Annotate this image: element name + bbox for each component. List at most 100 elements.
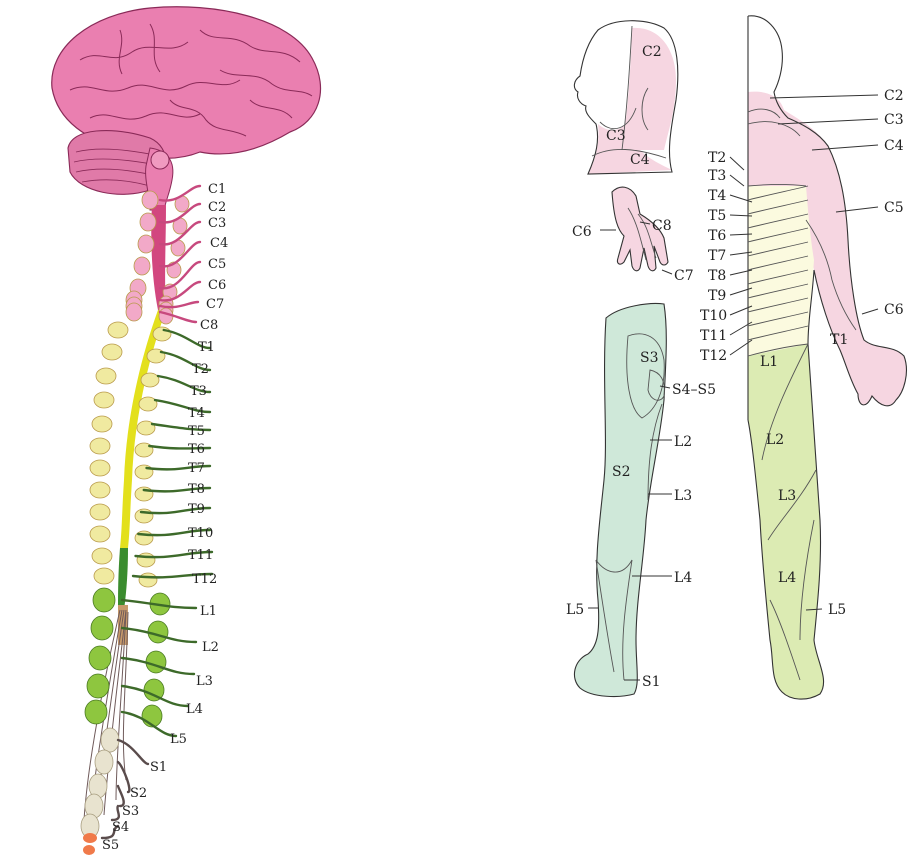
vertebral-body-c3	[138, 235, 154, 253]
spine-label-t11: T11	[188, 548, 213, 563]
vertebral-process-l3	[146, 651, 166, 673]
spine-label-c8: C8	[200, 318, 218, 333]
body-leader-c6	[862, 309, 878, 314]
head-label-c4: C4	[630, 152, 650, 168]
body-leader-c2	[770, 95, 878, 98]
vertebral-body-l5	[85, 700, 107, 724]
hand-label-c6: C6	[572, 224, 592, 240]
vertebral-process-t9	[135, 509, 153, 523]
sacral-body-s2	[95, 750, 113, 774]
spine-label-t3: T3	[190, 384, 207, 399]
leg-label-l2: L2	[674, 434, 692, 450]
body-label-t1: T1	[830, 332, 848, 348]
hand-label-c8: C8	[652, 218, 672, 234]
spine-label-t2: T2	[192, 362, 209, 377]
spine-label-t10: T10	[188, 526, 213, 541]
vertebral-process-t1	[153, 327, 171, 341]
spine-label-s3: S3	[122, 804, 139, 819]
sacral-body-s1	[101, 728, 119, 752]
spine-label-c5: C5	[208, 257, 226, 272]
body-label-l4: L4	[778, 570, 796, 586]
spine-label-c4: C4	[210, 236, 228, 251]
spine-label-t6: T6	[188, 442, 205, 457]
leg-label-s2: S2	[612, 464, 631, 480]
spine-label-c2: C2	[208, 200, 226, 215]
spine-label-t4: T4	[188, 406, 205, 421]
body-label-t2: T2	[708, 150, 726, 166]
body-label-c4: C4	[884, 138, 904, 154]
vertebral-body-t1	[108, 322, 128, 338]
leg-label-l4: L4	[674, 570, 692, 586]
hand-label-c7: C7	[674, 268, 694, 284]
spine-label-c3: C3	[208, 216, 226, 231]
body-dermatome-half: C2C3C4C5C6T1T2T3T4T5T6T7T8T9T10T11T12L1L…	[700, 16, 906, 699]
brain-and-spine-illustration: C1C2C3C4C5C6C7C8T1T2T3T4T5T6T7T8T9T10T11…	[52, 7, 321, 855]
body-label-c5: C5	[884, 200, 904, 216]
vertebral-body-t8	[90, 482, 110, 498]
leg-label-s4-s5: S4–S5	[672, 382, 716, 398]
vertebral-body-l1	[93, 588, 115, 612]
vertebral-process-l2	[148, 621, 168, 643]
leg-dermatome-posterior: S3 S4–S5 L2 S2 L3 L4 L5 S1	[566, 304, 716, 697]
vertebral-body-l4	[87, 674, 109, 698]
body-label-l3: L3	[778, 488, 796, 504]
body-label-t5: T5	[708, 208, 726, 224]
spine-label-c6: C6	[208, 278, 226, 293]
vertebral-body-t10	[90, 526, 110, 542]
body-label-t3: T3	[708, 168, 726, 184]
hand-dermatome: C6 C8 C7	[572, 187, 694, 284]
spinal-nerve-s4	[112, 806, 119, 820]
vertebral-body-c2	[140, 213, 156, 231]
vertebral-body-t3	[96, 368, 116, 384]
body-label-c2: C2	[884, 88, 904, 104]
body-leader-t3	[730, 175, 744, 186]
body-label-c3: C3	[884, 112, 904, 128]
spine-label-s5: S5	[102, 838, 119, 853]
spine-label-t8: T8	[188, 482, 205, 497]
head-label-c3: C3	[606, 128, 626, 144]
head-label-c2: C2	[642, 44, 662, 60]
leg-label-s3: S3	[640, 350, 659, 366]
vertebral-process-t12	[139, 573, 157, 587]
vertebral-body-t5	[92, 416, 112, 432]
vertebral-body-t12	[94, 568, 114, 584]
spinal-nerve-s1	[118, 740, 148, 764]
vertebral-body-l3	[89, 646, 111, 670]
coccyx-2	[83, 845, 95, 855]
spine-label-s2: S2	[130, 786, 147, 801]
spine-label-t12: T12	[192, 572, 217, 587]
vertebral-body-l2	[91, 616, 113, 640]
spine-label-l5: L5	[170, 732, 187, 747]
body-label-t11: T11	[700, 328, 727, 344]
vertebral-process-t3	[141, 373, 159, 387]
body-label-c6: C6	[884, 302, 904, 318]
leg-label-l3: L3	[674, 488, 692, 504]
vertebral-body-t2	[102, 344, 122, 360]
body-leader-t2	[730, 157, 744, 170]
spine-label-t7: T7	[188, 461, 205, 476]
vertebral-body-c4	[134, 257, 150, 275]
coccyx-1	[83, 833, 97, 843]
vertebral-body-c1	[142, 191, 158, 209]
head-neck-dermatome: C2 C3 C4	[574, 21, 677, 174]
spine-label-l1: L1	[200, 604, 217, 619]
vertebral-body-t7	[90, 460, 110, 476]
vertebral-process-t7	[135, 465, 153, 479]
body-label-t7: T7	[708, 248, 726, 264]
vertebral-body-t9	[90, 504, 110, 520]
body-label-t10: T10	[700, 308, 727, 324]
spine-label-t1: T1	[198, 340, 215, 355]
body-label-t12: T12	[700, 348, 727, 364]
body-label-l5: L5	[828, 602, 846, 618]
body-label-l2: L2	[766, 432, 784, 448]
vertebral-body-t6	[90, 438, 110, 454]
spine-label-l4: L4	[186, 702, 203, 717]
spine-label-s1: S1	[150, 760, 167, 775]
spine-label-t9: T9	[188, 502, 205, 517]
vertebral-process-t11	[137, 553, 155, 567]
body-label-t6: T6	[708, 228, 726, 244]
body-label-t4: T4	[708, 188, 726, 204]
leg-label-l5: L5	[566, 602, 584, 618]
body-label-l1: L1	[760, 354, 778, 370]
